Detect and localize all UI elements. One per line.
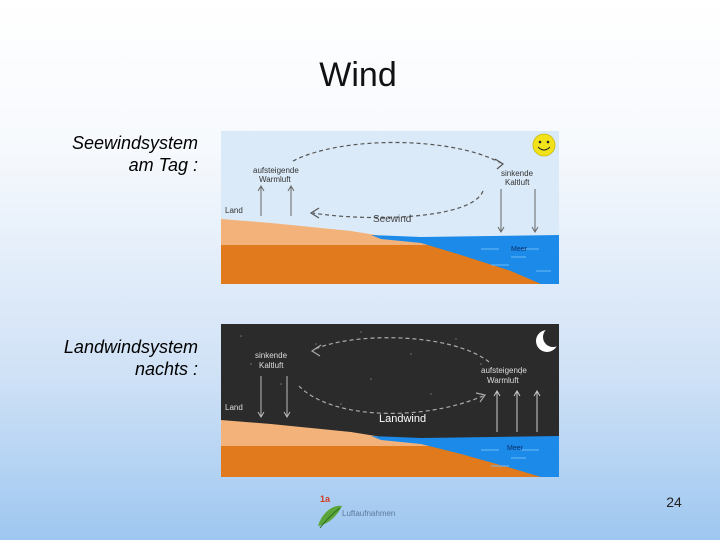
day-rising-arrows	[257, 185, 295, 216]
day-lower-arrowhead	[309, 207, 320, 219]
day-land-label: Land	[225, 206, 243, 215]
luftaufnahmen-logo: 1a Luftaufnahmen	[318, 494, 395, 529]
day-sinking-arrows	[497, 189, 539, 233]
night-rising-label-2: Warmluft	[487, 376, 519, 385]
night-land-label: Land	[225, 403, 243, 412]
night-caption-line1: Landwindsystem	[63, 337, 198, 357]
day-rising-label-1: aufsteigende	[253, 166, 299, 175]
night-rising-label-1: aufsteigende	[481, 366, 527, 375]
night-caption-line2: nachts :	[134, 359, 198, 379]
night-rising-arrows	[493, 390, 541, 432]
land-breeze-diagram: sinkende Kaltluft aufsteigende Warmluft …	[221, 324, 559, 477]
day-upper-flow-arrow	[292, 141, 502, 164]
day-caption: Seewindsystem am Tag :	[8, 132, 198, 176]
sun-icon	[532, 133, 556, 157]
day-caption-line1: Seewindsystem	[71, 133, 198, 153]
day-sea-label: Meer	[511, 246, 528, 253]
night-upper-flow-arrow	[312, 337, 490, 363]
logo-mark: 1a	[320, 494, 331, 504]
moon-icon	[536, 327, 559, 352]
day-rising-label-2: Warmluft	[259, 175, 291, 184]
slide-title: Wind	[319, 56, 397, 94]
night-sea-waves	[481, 449, 539, 467]
day-caption-line2: am Tag :	[128, 155, 198, 175]
night-wind-label: Landwind	[379, 413, 426, 425]
day-sea	[371, 235, 559, 284]
night-caption: Landwindsystem nachts :	[8, 336, 198, 380]
day-wind-label: Seewind	[373, 214, 411, 225]
day-sinking-label-2: Kaltluft	[505, 178, 530, 187]
night-stars	[240, 331, 522, 405]
day-upper-arrowhead	[494, 158, 505, 170]
night-lower-arrowhead	[475, 392, 487, 403]
night-sea-label: Meer	[507, 445, 524, 452]
night-upper-arrowhead	[310, 344, 322, 357]
night-sinking-arrows	[257, 376, 291, 418]
night-lower-flow-arrow	[298, 385, 484, 414]
night-sea	[371, 436, 559, 477]
day-sea-waves	[481, 248, 551, 272]
page-number: 24	[666, 494, 682, 510]
night-sinking-label-2: Kaltluft	[259, 361, 284, 370]
day-lower-flow-arrow	[312, 190, 484, 219]
sea-breeze-diagram: aufsteigende Warmluft sinkende Kaltluft …	[221, 131, 559, 284]
day-sinking-label-1: sinkende	[501, 169, 534, 178]
logo-text: Luftaufnahmen	[342, 509, 395, 518]
night-sinking-label-1: sinkende	[255, 351, 288, 360]
